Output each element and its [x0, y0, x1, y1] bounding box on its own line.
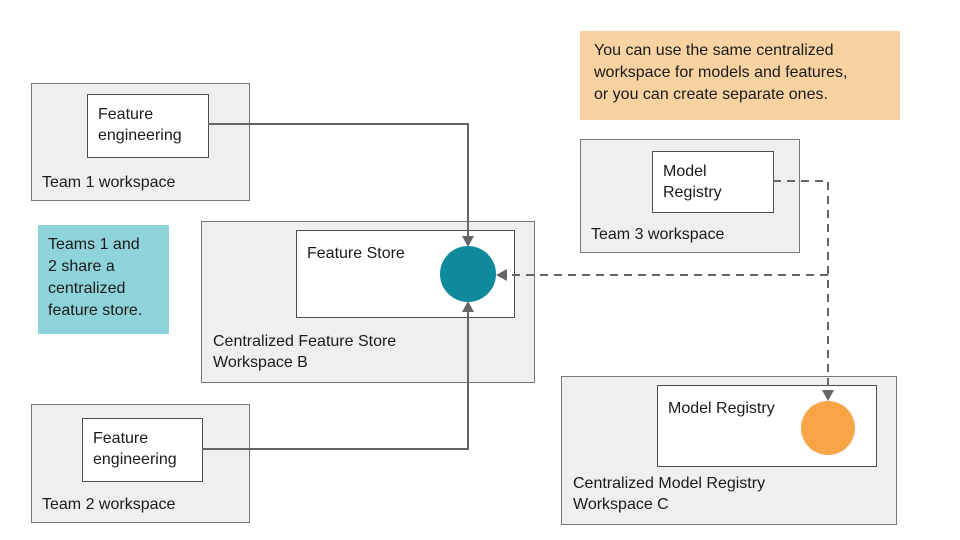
team3-workspace-box: Model Registry Team 3 workspace	[580, 139, 800, 253]
centralized-feature-store-workspace-label: Centralized Feature Store Workspace B	[213, 333, 397, 371]
centralized-feature-store-workspace-box: Feature Store Centralized Feature Store …	[201, 221, 535, 383]
model-registry-circle	[801, 401, 855, 455]
team3-workspace-label: Team 3 workspace	[591, 226, 725, 243]
shared-feature-store-note: Teams 1 and 2 share a centralized featur…	[38, 225, 169, 334]
team3-model-registry-node: Model Registry	[652, 151, 774, 213]
centralized-model-registry-workspace-box: Model Registry Centralized Model Registr…	[561, 376, 897, 525]
team2-feature-engineering-node: Feature engineering	[82, 418, 203, 482]
team2-workspace-box: Feature engineering Team 2 workspace	[31, 404, 250, 523]
centralized-workspace-note: You can use the same centralized workspa…	[580, 31, 900, 120]
team1-workspace-box: Feature engineering Team 1 workspace	[31, 83, 250, 201]
team2-workspace-label: Team 2 workspace	[42, 496, 176, 513]
team1-feature-engineering-node: Feature engineering	[87, 94, 209, 158]
centralized-model-registry-workspace-label: Centralized Model Registry Workspace C	[573, 475, 766, 513]
team1-workspace-label: Team 1 workspace	[42, 174, 176, 191]
feature-store-circle	[440, 246, 496, 302]
model-registry-node: Model Registry	[657, 385, 877, 467]
